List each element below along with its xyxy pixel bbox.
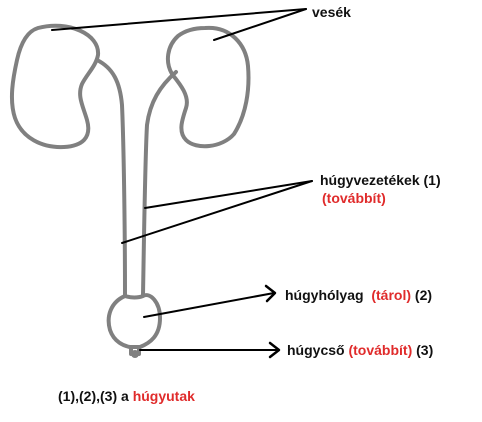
bladder bbox=[106, 293, 162, 349]
footer-term: húgyutak bbox=[132, 388, 195, 404]
footer-caption: (1),(2),(3) a húgyutak bbox=[58, 388, 195, 404]
left-kidney bbox=[9, 23, 101, 150]
label-urethra: húgycső bbox=[287, 342, 345, 358]
label-ureters-role: (továbbít) bbox=[322, 190, 386, 206]
arrowhead-urethra bbox=[268, 341, 281, 359]
arrowhead-bladder bbox=[264, 284, 277, 303]
pointer-ureter-upper bbox=[144, 180, 313, 209]
pointer-ureter-lower bbox=[121, 180, 313, 244]
label-bladder: húgyhólyag bbox=[285, 287, 364, 303]
pointer-left-kidney bbox=[51, 8, 307, 31]
label-ureters-line: húgyvezetékek (1) bbox=[320, 172, 441, 188]
footer-prefix: (1),(2),(3) a bbox=[58, 388, 129, 404]
label-urethra-role: (továbbít) bbox=[348, 342, 413, 358]
label-urethra-line: húgycső (továbbít) (3) bbox=[287, 342, 433, 358]
label-bladder-line: húgyhólyag (tárol) (2) bbox=[285, 287, 432, 303]
right-ureter bbox=[141, 70, 178, 297]
label-ureters: húgyvezetékek bbox=[320, 172, 420, 188]
label-kidneys: vesék bbox=[312, 4, 351, 20]
label-urethra-number: (3) bbox=[416, 342, 434, 358]
urethra-opening bbox=[131, 350, 139, 358]
label-bladder-number: (2) bbox=[414, 287, 433, 303]
label-bladder-role: (tárol) bbox=[371, 287, 412, 303]
pointer-bladder bbox=[143, 292, 275, 318]
urethra bbox=[129, 345, 141, 356]
left-ureter bbox=[95, 58, 127, 297]
label-ureters-number: (1) bbox=[423, 172, 441, 188]
right-kidney bbox=[165, 25, 251, 149]
pointer-right-kidney bbox=[213, 8, 307, 41]
